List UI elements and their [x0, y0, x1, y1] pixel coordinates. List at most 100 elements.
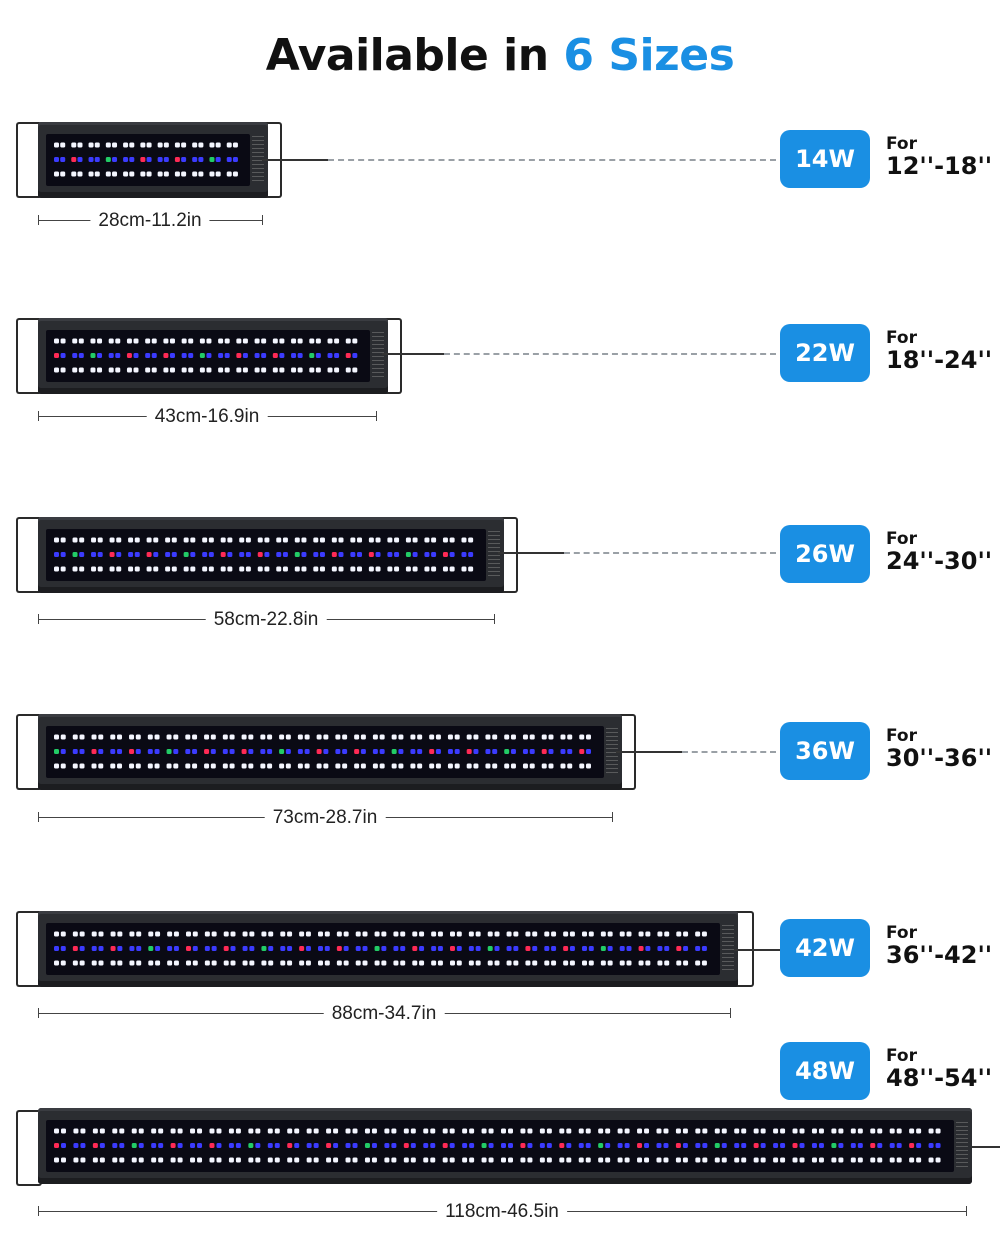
led — [136, 960, 142, 966]
led — [153, 552, 159, 557]
led — [454, 734, 460, 740]
led — [54, 734, 59, 740]
led — [326, 1143, 332, 1148]
led — [682, 1128, 688, 1134]
led — [110, 763, 116, 769]
led — [617, 1157, 623, 1163]
led — [216, 1128, 222, 1134]
led — [721, 1143, 727, 1148]
led — [249, 960, 255, 966]
led — [232, 142, 238, 148]
led — [173, 734, 179, 740]
led — [79, 960, 85, 966]
led — [170, 1143, 176, 1148]
led — [72, 763, 78, 769]
led — [551, 960, 557, 966]
led — [79, 566, 85, 572]
light-endcap — [606, 728, 618, 776]
led — [204, 931, 210, 937]
led — [541, 749, 547, 754]
led — [454, 763, 460, 769]
led — [211, 960, 217, 966]
led — [541, 734, 547, 740]
led — [313, 1128, 319, 1134]
led — [227, 552, 233, 557]
led — [475, 931, 481, 937]
led — [313, 552, 319, 557]
led — [131, 1143, 137, 1148]
led — [624, 1157, 630, 1163]
led — [254, 367, 260, 373]
led — [199, 338, 205, 344]
led — [138, 1157, 144, 1163]
led-array — [54, 734, 591, 769]
led — [391, 734, 397, 740]
led — [760, 1143, 766, 1148]
title-main: Available in — [265, 30, 564, 81]
led — [297, 749, 303, 754]
led — [135, 763, 141, 769]
led — [527, 1128, 533, 1134]
led — [60, 552, 66, 557]
led — [129, 749, 135, 754]
led — [468, 931, 474, 937]
led — [360, 749, 366, 754]
led — [323, 763, 329, 769]
led — [896, 1128, 902, 1134]
led — [80, 1128, 86, 1134]
led — [261, 931, 267, 937]
led — [393, 960, 399, 966]
led — [405, 566, 411, 572]
led — [190, 552, 196, 557]
led — [423, 1128, 429, 1134]
led — [532, 931, 538, 937]
led — [450, 931, 455, 937]
led — [721, 1128, 727, 1134]
wattage-badge: 26W — [780, 525, 870, 583]
led — [260, 734, 266, 740]
led — [504, 749, 510, 754]
led — [313, 1143, 319, 1148]
power-cable — [616, 751, 682, 753]
led — [227, 537, 233, 543]
led — [909, 1157, 915, 1163]
led — [896, 1157, 902, 1163]
led — [115, 353, 121, 358]
led — [134, 552, 140, 557]
dashed-leader — [444, 353, 776, 355]
aquarium-light — [38, 122, 268, 198]
led — [324, 931, 330, 937]
led — [163, 142, 169, 148]
led — [450, 946, 455, 951]
led — [449, 552, 455, 557]
led — [166, 763, 172, 769]
led — [741, 1143, 747, 1148]
led — [501, 1157, 506, 1163]
led — [123, 171, 129, 177]
led — [248, 1157, 254, 1163]
led — [466, 763, 472, 769]
right-mount-bracket — [376, 318, 402, 394]
led — [403, 1157, 409, 1163]
led — [119, 1128, 125, 1134]
led — [449, 1157, 455, 1163]
led — [190, 1143, 196, 1148]
led — [229, 749, 235, 754]
led — [513, 960, 519, 966]
led — [400, 960, 406, 966]
led — [447, 763, 453, 769]
led — [563, 946, 569, 951]
wattage-badge: 48W — [780, 1042, 870, 1100]
led — [242, 946, 248, 951]
led — [695, 931, 701, 937]
dashed-leader — [682, 751, 776, 753]
led-array — [54, 931, 707, 966]
led — [110, 749, 116, 754]
led — [267, 734, 273, 740]
led — [220, 566, 226, 572]
led — [54, 157, 59, 162]
led — [117, 763, 123, 769]
led — [449, 1143, 455, 1148]
led — [79, 537, 85, 543]
led — [626, 946, 632, 951]
